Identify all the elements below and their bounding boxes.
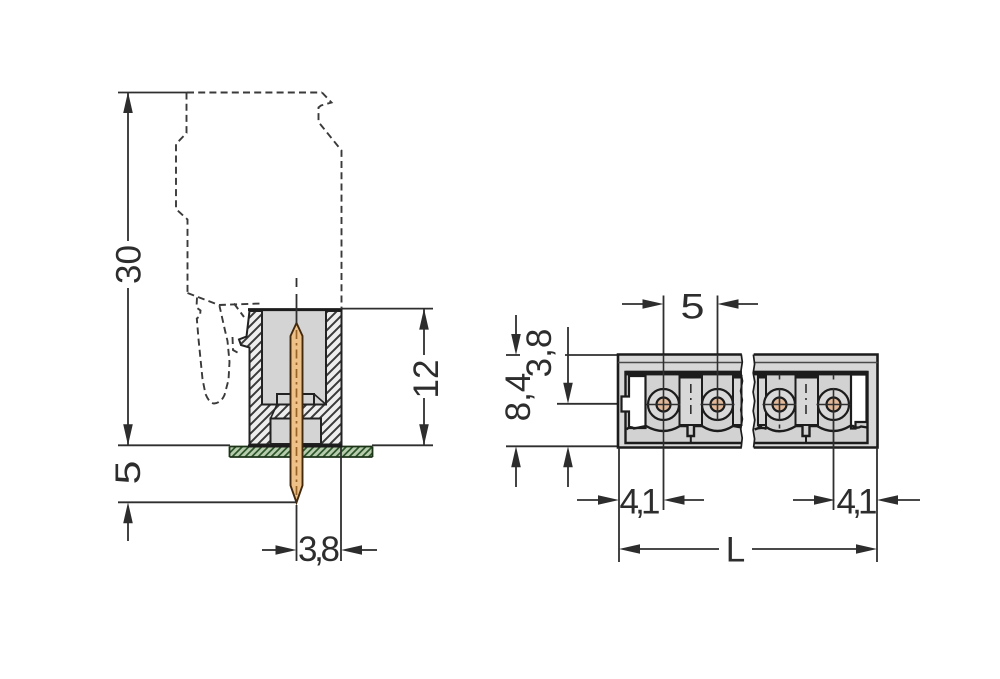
svg-text:8,4: 8,4 [499, 373, 538, 422]
svg-text:L: L [726, 531, 745, 570]
svg-text:12: 12 [407, 360, 446, 399]
svg-text:5: 5 [681, 288, 705, 327]
svg-text:3,8: 3,8 [298, 530, 340, 569]
svg-text:3,8: 3,8 [520, 329, 559, 378]
svg-text:4,1: 4,1 [620, 483, 661, 522]
svg-text:4,1: 4,1 [837, 483, 878, 522]
svg-text:30: 30 [110, 245, 149, 284]
svg-text:5: 5 [109, 461, 148, 485]
